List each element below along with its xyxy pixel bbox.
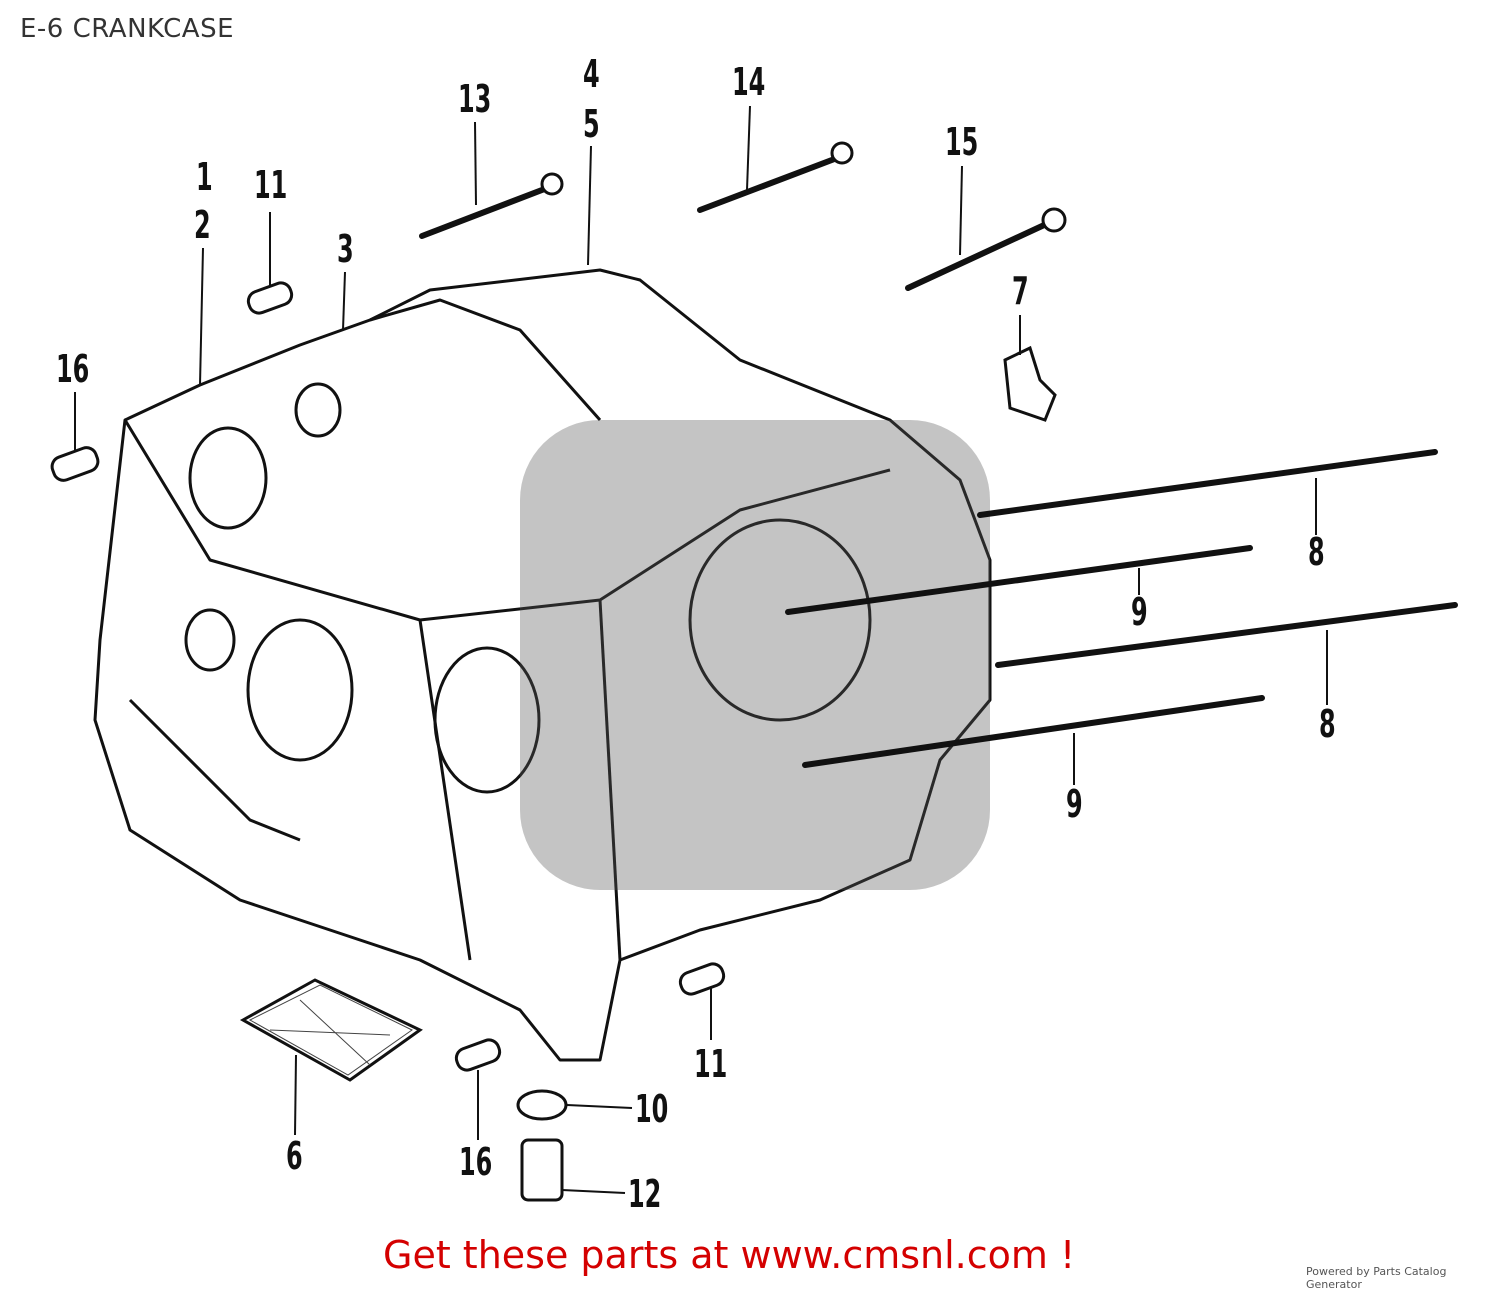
callout-2: 2 xyxy=(194,203,211,247)
drain-plug-12 xyxy=(520,1138,564,1202)
callout-8b: 8 xyxy=(1319,702,1336,746)
callout-9b: 9 xyxy=(1066,782,1083,826)
callout-12: 12 xyxy=(628,1172,662,1216)
oil-strainer-6 xyxy=(239,978,423,1082)
stud-8-upper xyxy=(977,449,1438,518)
callout-10: 10 xyxy=(635,1087,669,1131)
dowel-11-lower xyxy=(678,962,726,996)
powered-by: Powered by Parts Catalog Generator xyxy=(1306,1265,1447,1291)
callout-14: 14 xyxy=(732,60,766,104)
page-title: E-6 CRANKCASE xyxy=(20,14,235,44)
callout-3: 3 xyxy=(337,227,354,271)
callout-16b: 16 xyxy=(459,1140,493,1184)
bolt-14 xyxy=(697,152,848,213)
stud-9-upper xyxy=(785,545,1253,615)
dowel-16-left xyxy=(50,446,100,482)
callout-4: 4 xyxy=(583,52,600,96)
bracket-7 xyxy=(1003,345,1057,422)
callout-9: 9 xyxy=(1131,590,1148,634)
callout-6: 6 xyxy=(286,1134,303,1178)
washer-10 xyxy=(516,1089,568,1121)
callout-15: 15 xyxy=(945,120,979,164)
dowel-16-lower xyxy=(454,1038,502,1072)
callout-11: 11 xyxy=(254,163,288,207)
callout-7: 7 xyxy=(1012,269,1029,313)
crankcase-body xyxy=(93,268,992,1062)
callout-11b: 11 xyxy=(694,1042,728,1086)
callout-8: 8 xyxy=(1308,530,1325,574)
callout-13: 13 xyxy=(458,77,492,121)
dowel-11-upper xyxy=(246,281,294,315)
callout-16: 16 xyxy=(56,347,90,391)
bolt-15 xyxy=(905,217,1058,291)
stud-9-lower xyxy=(802,695,1265,768)
callout-1: 1 xyxy=(196,155,213,199)
callout-5: 5 xyxy=(583,102,600,146)
promo-link[interactable]: Get these parts at www.cmsnl.com ! xyxy=(383,1233,1076,1277)
stud-8-lower xyxy=(995,602,1458,668)
bolt-13 xyxy=(419,182,558,239)
